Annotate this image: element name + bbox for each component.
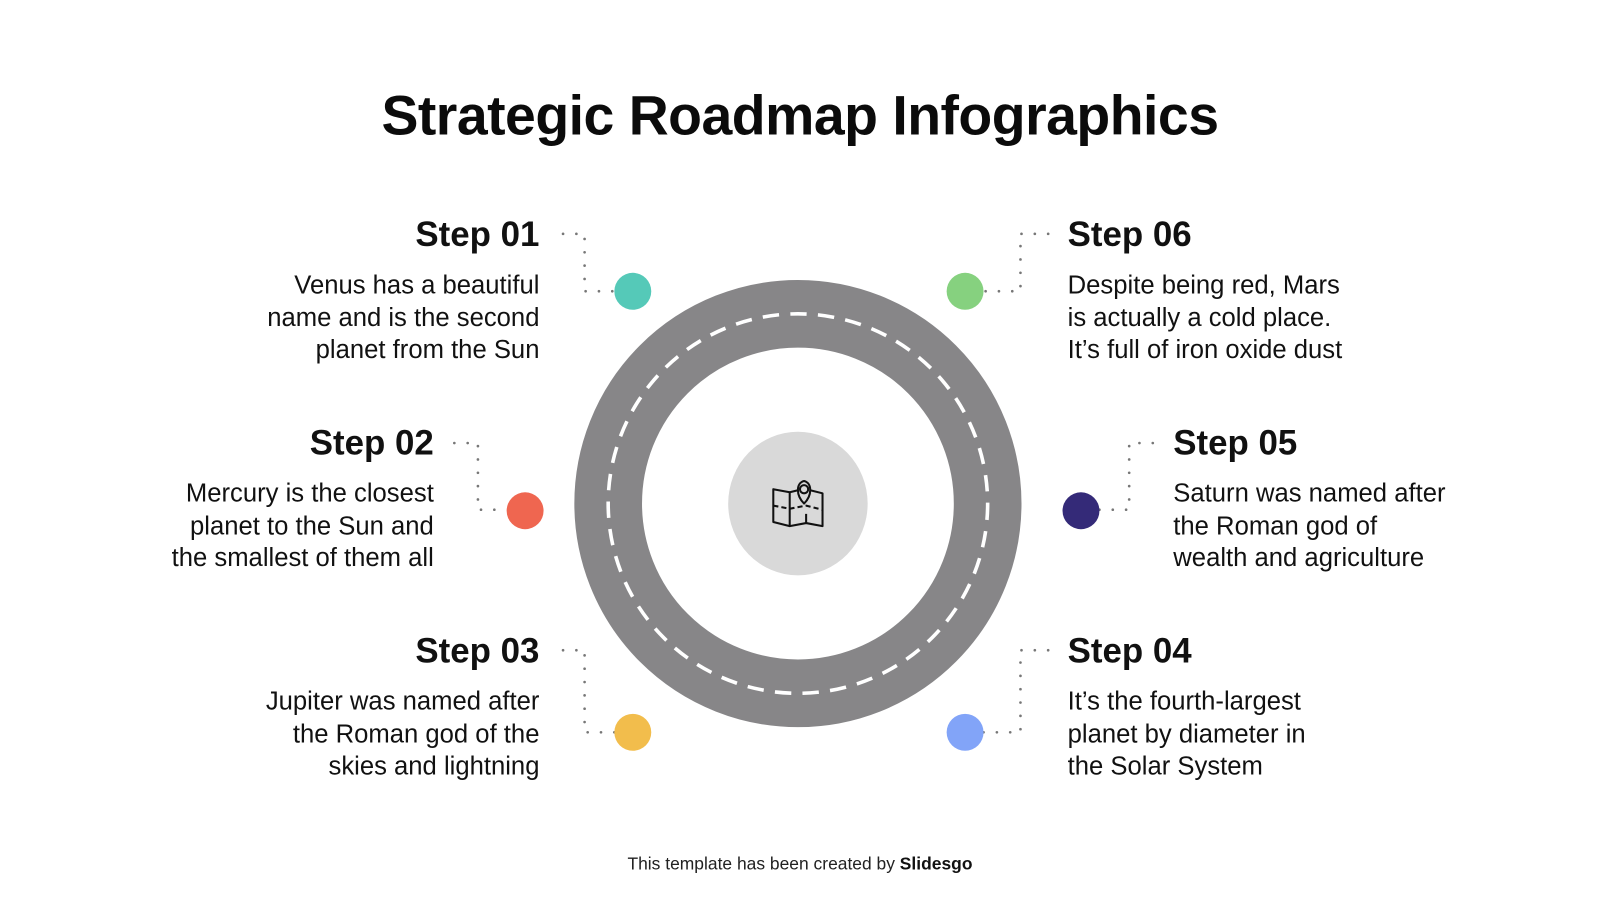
step-05-line: the Roman god of bbox=[1173, 511, 1378, 540]
step-03-line: skies and lightning bbox=[328, 751, 540, 781]
step-05: Step 05 Saturn was named after the Roman… bbox=[1173, 423, 1583, 575]
step-03-line: the Roman god of the bbox=[292, 719, 540, 749]
step-04-line: the Solar System bbox=[1067, 751, 1263, 781]
step-06-line: It’s full of iron oxide dust bbox=[1067, 335, 1343, 365]
step-01-line: planet from the Sun bbox=[315, 335, 540, 365]
step-05-title: Step 05 bbox=[1173, 423, 1298, 463]
connector-step01 bbox=[561, 232, 617, 293]
step-03-body: Jupiter was named after the Roman god of… bbox=[129, 686, 540, 783]
connector-step05 bbox=[1097, 441, 1155, 512]
step-04: Step 04 It’s the fourth-largest planet b… bbox=[1068, 631, 1478, 783]
step-05-line: Saturn was named after bbox=[1173, 478, 1446, 508]
step-03-title: Step 03 bbox=[415, 631, 540, 671]
step-01: Step 01 Venus has a beautiful name and i… bbox=[129, 214, 539, 366]
step06-marker bbox=[946, 272, 984, 310]
step-02-body: Mercury is the closest planet to the Sun… bbox=[24, 478, 434, 575]
step-05-line: wealth and agriculture bbox=[1173, 543, 1425, 573]
step-06-line: Despite being red, Mars bbox=[1067, 270, 1340, 300]
step-06: Step 06 Despite being red, Mars is actua… bbox=[1068, 214, 1478, 366]
step-04-line: It’s the fourth-largest bbox=[1067, 687, 1301, 716]
footer-brand-link[interactable]: Slidesgo bbox=[899, 854, 973, 874]
center-hub bbox=[728, 431, 868, 576]
step05-marker bbox=[1062, 492, 1100, 530]
step-04-title: Step 04 bbox=[1067, 631, 1192, 671]
step-06-title: Step 06 bbox=[1067, 215, 1192, 255]
step-04-body: It’s the fourth-largest planet by diamet… bbox=[1068, 686, 1478, 783]
step-02: Step 02 Mercury is the closest planet to… bbox=[24, 423, 434, 575]
step-02-title: Step 02 bbox=[309, 423, 434, 463]
step-02-line: the smallest of them all bbox=[171, 543, 434, 573]
step-01-line: Venus has a beautiful bbox=[294, 270, 540, 300]
page-title: Strategic Roadmap Infographics bbox=[381, 85, 1219, 147]
connector-step03 bbox=[561, 648, 617, 734]
step-03: Step 03 Jupiter was named after the Roma… bbox=[129, 631, 540, 783]
step03-marker bbox=[614, 713, 652, 751]
step04-marker bbox=[946, 713, 984, 751]
step-01-title: Step 01 bbox=[415, 215, 540, 255]
step-01-body: Venus has a beautiful name and is the se… bbox=[129, 270, 539, 367]
step-04-line: planet by diameter in bbox=[1067, 719, 1306, 749]
map-pin-icon bbox=[772, 479, 824, 528]
step-01-line: name and is the second bbox=[267, 303, 540, 332]
step-06-line: is actually a cold place. bbox=[1067, 303, 1332, 332]
footer-text: This template has been created by bbox=[627, 854, 900, 874]
step02-marker bbox=[506, 492, 544, 530]
connector-step04 bbox=[981, 648, 1050, 734]
road-center-line bbox=[606, 312, 990, 696]
step-02-line: Mercury is the closest bbox=[185, 478, 434, 508]
step01-marker bbox=[614, 272, 652, 310]
connector-step06 bbox=[981, 232, 1050, 293]
step-03-line: Jupiter was named after bbox=[265, 687, 540, 716]
connector-step02 bbox=[453, 441, 508, 512]
step-05-body: Saturn was named after the Roman god of … bbox=[1173, 478, 1583, 575]
step-06-body: Despite being red, Mars is actually a co… bbox=[1068, 270, 1478, 367]
footer-credit: This template has been created by Slides… bbox=[0, 854, 1600, 875]
step-02-line: planet to the Sun and bbox=[190, 511, 434, 540]
